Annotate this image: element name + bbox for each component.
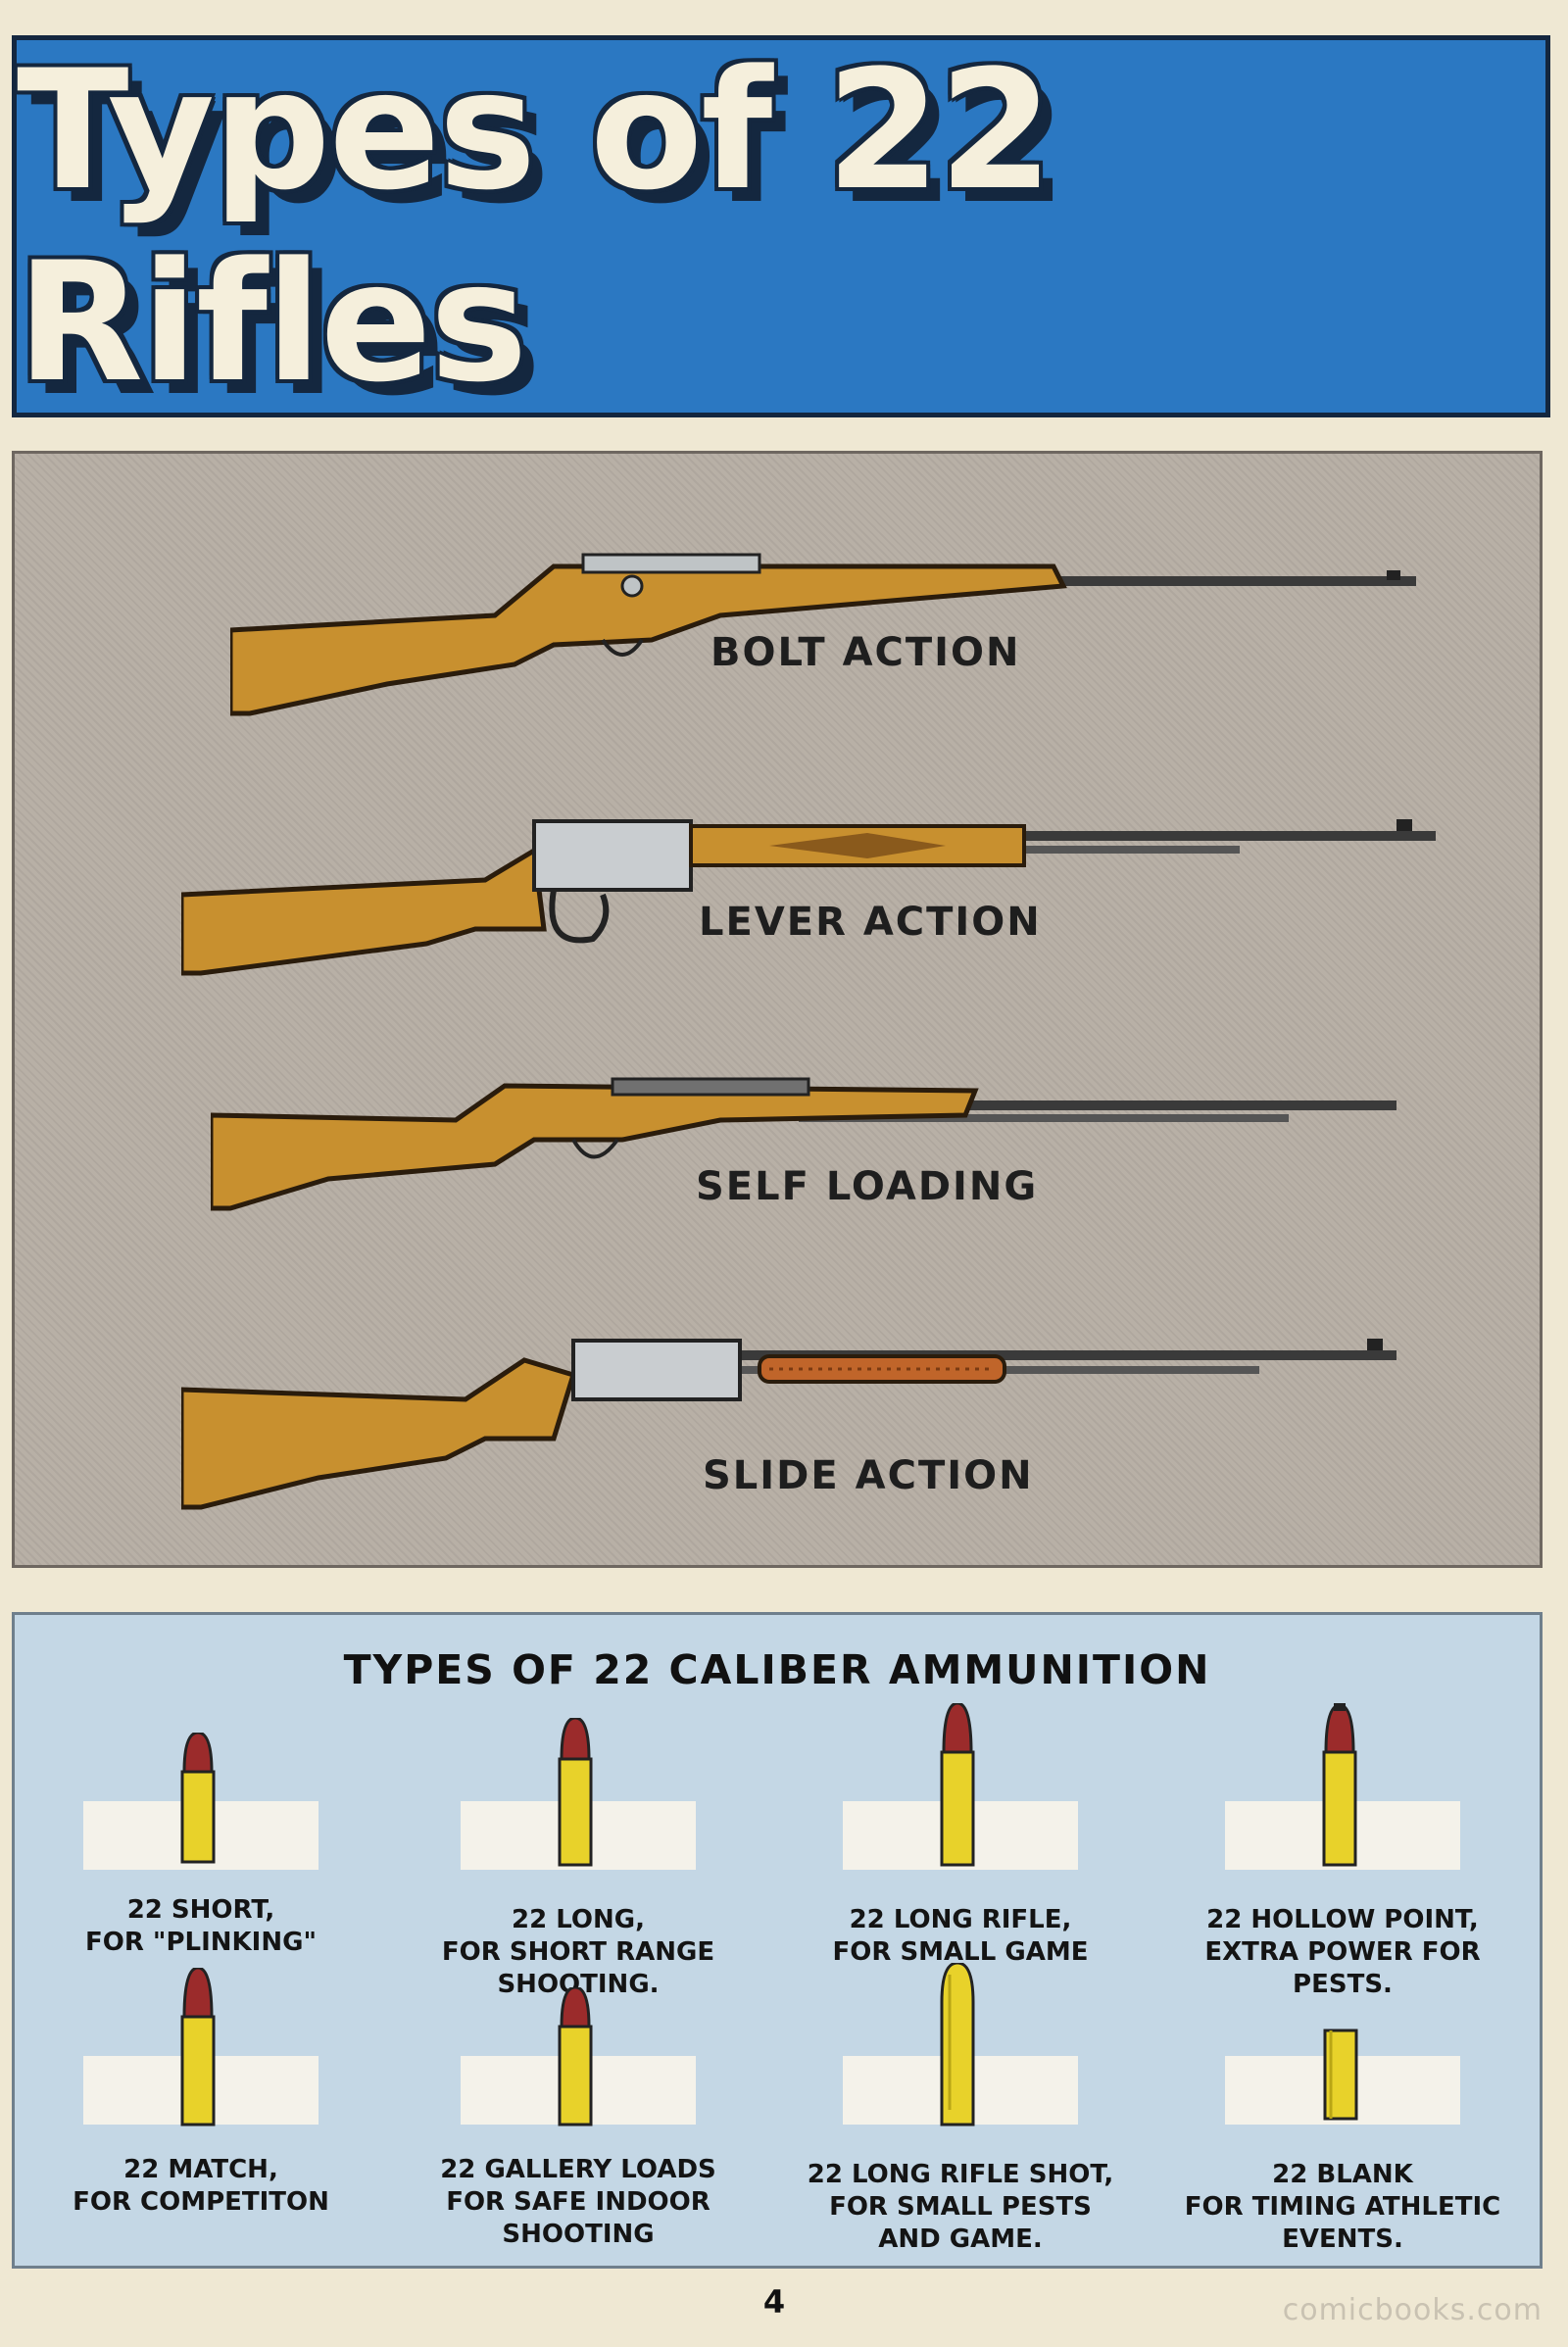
lever-action-rifle-illustration [181, 819, 1436, 976]
ammunition-heading: TYPES OF 22 CALIBER AMMUNITION [343, 1646, 1211, 1693]
slide-action-rifle-illustration [181, 1339, 1396, 1510]
ammunition-panel: TYPES OF 22 CALIBER AMMUNITION 22 SHORT,… [12, 1612, 1543, 2269]
cartridge-22-long-rifle-shot-icon [940, 1963, 975, 2127]
rifles-panel: BOLT ACTION LEVER ACTION SELF LOADING SL… [12, 451, 1543, 1568]
cartridge-caption: 22 BLANK FOR TIMING ATHLETIC EVENTS. [1184, 2160, 1501, 2254]
cartridge-22-blank-icon [1323, 2029, 1358, 2121]
cartridge-22-short-icon [180, 1733, 216, 1864]
page-title: Types of 22 Rifles [17, 34, 1054, 418]
page-number: 4 [762, 2283, 786, 2321]
bolt-action-rifle-illustration [230, 553, 1416, 716]
cartridge-caption: 22 MATCH, FOR COMPETITON [73, 2155, 329, 2217]
cartridge-caption: 22 SHORT, FOR "PLINKING" [84, 1895, 317, 1957]
rifle-label-bolt-action: BOLT ACTION [710, 630, 1021, 675]
cartridge-caption: 22 LONG RIFLE SHOT, FOR SMALL PESTS AND … [807, 2160, 1114, 2254]
title-banner: Types of 22 Rifles [12, 34, 1550, 418]
cartridge-22-long-icon [558, 1718, 593, 1867]
rifle-label-lever-action: LEVER ACTION [699, 900, 1042, 945]
watermark: comicbooks.com [1282, 2293, 1543, 2327]
rifle-label-slide-action: SLIDE ACTION [703, 1453, 1034, 1498]
cartridge-22-hollow-point-icon [1322, 1703, 1357, 1867]
cartridge-caption: 22 LONG RIFLE, FOR SMALL GAME [832, 1905, 1089, 1967]
cartridge-22-long-rifle-icon [940, 1703, 975, 1867]
cartridge-caption: 22 HOLLOW POINT, EXTRA POWER FOR PESTS. [1204, 1905, 1481, 1999]
rifle-label-self-loading: SELF LOADING [696, 1164, 1039, 1209]
cartridge-22-match-icon [180, 1968, 216, 2127]
cartridge-22-gallery-loads-icon [558, 1987, 593, 2127]
self-loading-rifle-illustration [211, 1077, 1396, 1211]
cartridge-caption: 22 GALLERY LOADS FOR SAFE INDOOR SHOOTIN… [440, 2155, 716, 2249]
